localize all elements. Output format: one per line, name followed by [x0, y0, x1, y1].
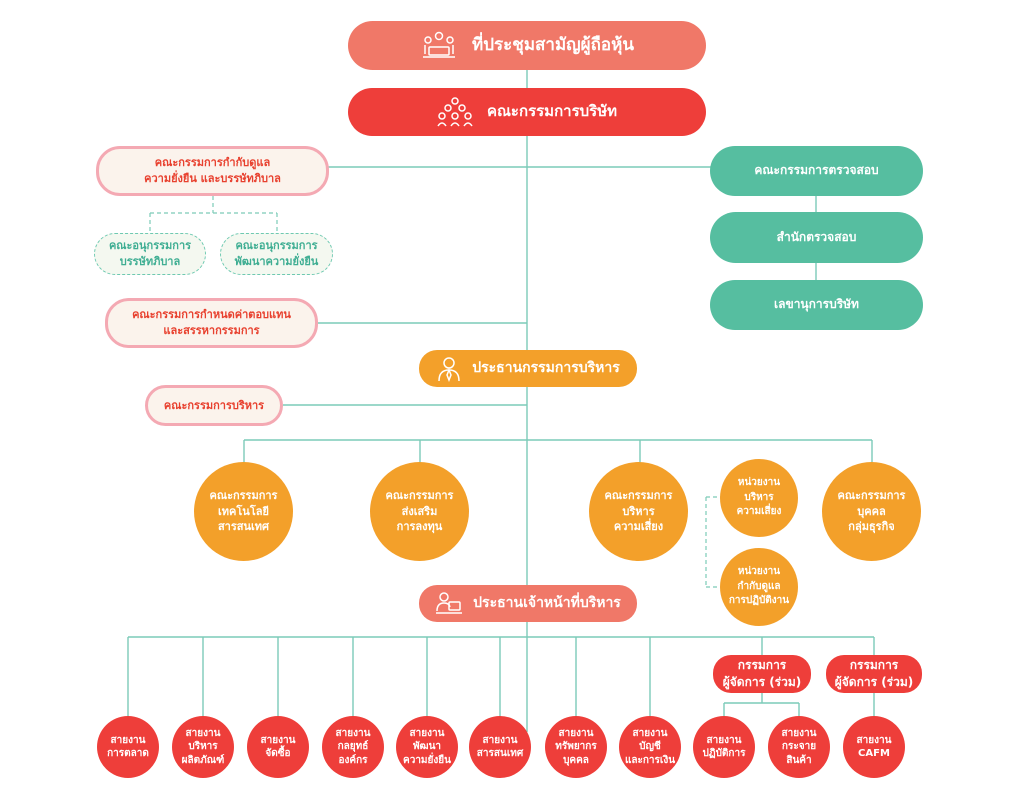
executive-chairman-box[interactable]: ประธานกรรมการบริหาร	[419, 350, 637, 387]
executive-icon	[436, 335, 462, 402]
managing-director-2-box[interactable]: กรรมการ ผู้จัดการ (ร่วม)	[826, 655, 922, 693]
ceo-box[interactable]: ประธานเจ้าหน้าที่บริหาร	[419, 585, 637, 622]
hr-committee-circle[interactable]: คณะกรรมการ บุคคล กลุ่มธุรกิจ	[822, 462, 921, 561]
department-operations[interactable]: สายงาน ปฏิบัติการ	[693, 716, 755, 778]
board-of-directors-box[interactable]: คณะกรรมการบริษัท	[348, 88, 706, 136]
department-human-resources[interactable]: สายงาน ทรัพยากร บุคคล	[545, 716, 607, 778]
department-accounting-finance[interactable]: สายงาน บัญชี และการเงิน	[619, 716, 681, 778]
company-secretary-box[interactable]: เลขานุการบริษัท	[710, 280, 923, 330]
ceo-label: ประธานเจ้าหน้าที่บริหาร	[473, 595, 621, 612]
shareholders-label: ที่ประชุมสามัญผู้ถือหุ้น	[472, 35, 634, 56]
sub-committee-governance[interactable]: คณะอนุกรรมการ บรรษัทภิบาล	[94, 233, 206, 275]
board-label: คณะกรรมการบริษัท	[486, 102, 617, 121]
shareholders-meeting-box[interactable]: ที่ประชุมสามัญผู้ถือหุ้น	[348, 21, 706, 70]
risk-committee-circle[interactable]: คณะกรรมการ บริหาร ความเสี่ยง	[589, 462, 688, 561]
department-product-management[interactable]: สายงาน บริหาร ผลิตภัณฑ์	[172, 716, 234, 778]
department-corporate-strategy[interactable]: สายงาน กลยุทธ์ องค์กร	[322, 716, 384, 778]
executive-committee-box[interactable]: คณะกรรมการบริหาร	[145, 385, 283, 426]
investment-committee-circle[interactable]: คณะกรรมการ ส่งเสริม การลงทุน	[370, 462, 469, 561]
group-icon	[437, 74, 473, 150]
department-marketing[interactable]: สายงาน การตลาด	[97, 716, 159, 778]
sub-committee-sustainability[interactable]: คณะอนุกรรมการ พัฒนาความยั่งยืน	[220, 233, 333, 275]
department-information-technology[interactable]: สายงาน สารสนเทศ	[469, 716, 531, 778]
audit-office-box[interactable]: สำนักตรวจสอบ	[710, 212, 923, 263]
department-procurement[interactable]: สายงาน จัดซื้อ	[247, 716, 309, 778]
audit-committee-box[interactable]: คณะกรรมการตรวจสอบ	[710, 146, 923, 196]
compliance-unit[interactable]: หน่วยงาน กำกับดูแล การปฏิบัติงาน	[720, 548, 798, 626]
governance-sustainability-committee[interactable]: คณะกรรมการกำกับดูแล ความยั่งยืน และบรรษั…	[96, 146, 329, 196]
risk-management-unit[interactable]: หน่วยงาน บริหาร ความเสี่ยง	[720, 459, 798, 537]
it-committee-circle[interactable]: คณะกรรมการ เทคโนโลยี สารสนเทศ	[194, 462, 293, 561]
officer-desk-icon	[435, 570, 463, 637]
managing-director-1-box[interactable]: กรรมการ ผู้จัดการ (ร่วม)	[713, 655, 811, 693]
remuneration-nomination-committee[interactable]: คณะกรรมการกำหนดค่าตอบแทน และสรรหากรรมการ	[105, 298, 318, 348]
executive-chairman-label: ประธานกรรมการบริหาร	[472, 360, 620, 377]
department-distribution[interactable]: สายงาน กระจาย สินค้า	[768, 716, 830, 778]
department-sustainability-development[interactable]: สายงาน พัฒนา ความยั่งยืน	[396, 716, 458, 778]
meeting-icon	[420, 5, 458, 86]
department-cafm[interactable]: สายงาน CAFM	[843, 716, 905, 778]
